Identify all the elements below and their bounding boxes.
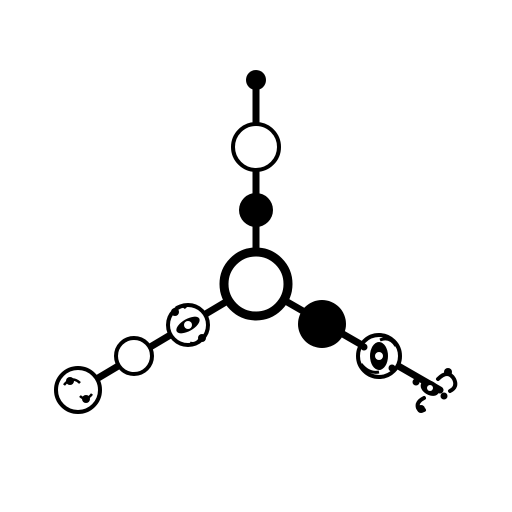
small-filled-dot [246,70,266,90]
central-hub [219,247,293,321]
arm-lower-right [298,300,458,413]
ornate-circle-inner [166,303,210,347]
large-filled-circle [298,300,346,348]
arm-up [231,70,281,227]
open-circle [114,336,154,376]
open-circle [231,122,281,172]
ornate-circle-outer [54,366,102,414]
filled-circle [239,193,273,227]
arm-lower-left [54,303,210,414]
hub-ring [219,247,293,321]
ornate-circle [356,333,402,379]
ornate-squiggle-terminal [412,368,458,413]
